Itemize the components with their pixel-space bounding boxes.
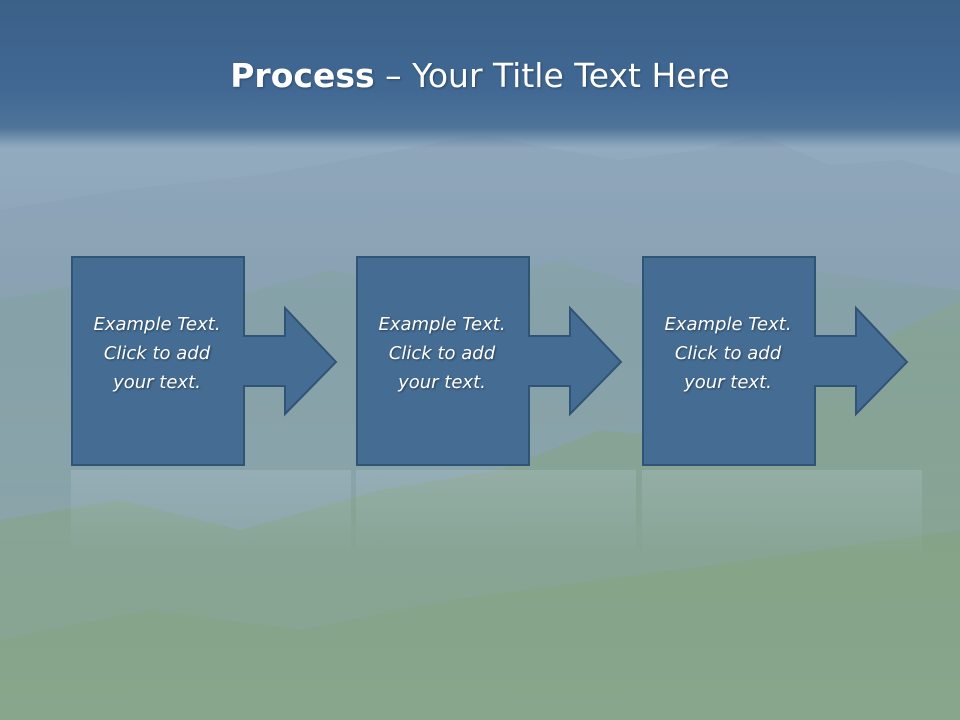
slide-title[interactable]: Process – Your Title Text Here <box>0 52 960 100</box>
step-2-text[interactable]: Example Text. Click to add your text. <box>378 314 506 393</box>
step-3-arrow-shape <box>642 256 909 466</box>
title-bar: Process – Your Title Text Here <box>0 0 960 148</box>
step-1-arrow-shape <box>71 256 338 466</box>
title-bold: Process <box>230 56 375 95</box>
step-3-reflection <box>642 470 922 560</box>
step-1-reflection <box>71 470 351 560</box>
title-rest: – Your Title Text Here <box>374 56 730 95</box>
process-step-2[interactable]: Example Text. Click to add your text. <box>356 256 636 468</box>
process-step-1[interactable]: Example Text. Click to add your text. <box>71 256 351 468</box>
step-1-text[interactable]: Example Text. Click to add your text. <box>93 314 221 393</box>
step-2-reflection <box>356 470 636 560</box>
process-step-3[interactable]: Example Text. Click to add your text. <box>642 256 922 468</box>
step-3-text[interactable]: Example Text. Click to add your text. <box>664 314 792 393</box>
step-2-arrow-shape <box>356 256 623 466</box>
